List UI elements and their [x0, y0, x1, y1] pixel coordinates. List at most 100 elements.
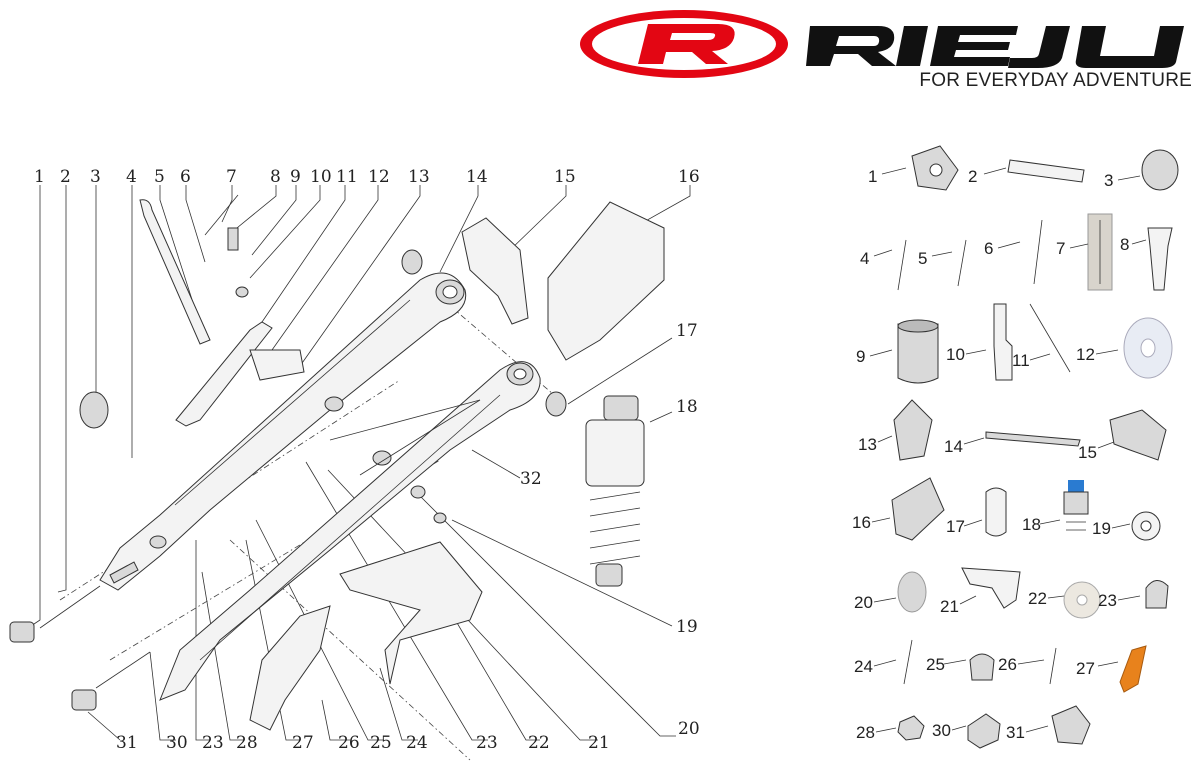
svg-text:30: 30: [166, 733, 188, 753]
callout-leaders: [21, 185, 691, 741]
svg-text:30: 30: [932, 721, 951, 740]
part-thumb-26: [1049, 647, 1057, 685]
part-thumb-30: [967, 713, 1001, 749]
part-thumb-15: [1109, 409, 1167, 461]
svg-text:16: 16: [678, 167, 700, 187]
svg-text:1: 1: [868, 167, 877, 186]
part-thumb-18: [1063, 480, 1089, 531]
part-thumb-17: [985, 487, 1007, 537]
svg-text:19: 19: [676, 617, 698, 637]
svg-text:21: 21: [940, 597, 959, 616]
svg-text:18: 18: [1022, 515, 1041, 534]
part-thumb-10: [993, 303, 1013, 381]
svg-text:7: 7: [1056, 239, 1065, 258]
svg-text:31: 31: [116, 733, 138, 753]
part-thumb-24: [903, 639, 913, 685]
svg-text:24: 24: [854, 657, 873, 676]
svg-text:16: 16: [852, 513, 871, 532]
svg-text:2: 2: [968, 167, 977, 186]
svg-text:10: 10: [946, 345, 965, 364]
svg-text:23: 23: [476, 733, 498, 753]
svg-text:17: 17: [676, 321, 698, 341]
svg-text:22: 22: [528, 733, 550, 753]
svg-text:14: 14: [466, 167, 488, 187]
swingarm-left-arm: [99, 272, 467, 591]
svg-text:10: 10: [310, 167, 332, 187]
svg-text:5: 5: [154, 167, 165, 187]
svg-text:8: 8: [270, 167, 281, 187]
side-stand-assembly: [139, 194, 305, 427]
svg-text:5: 5: [918, 249, 927, 268]
part-thumb-16: [891, 477, 945, 541]
part-thumb-20: [897, 571, 927, 613]
svg-text:2: 2: [60, 167, 71, 187]
svg-text:27: 27: [292, 733, 314, 753]
shock-spacer: [545, 391, 567, 417]
part-thumb-25: [969, 653, 995, 681]
svg-text:13: 13: [408, 167, 430, 187]
part-thumb-13: [893, 399, 933, 461]
part-thumb-31: [1051, 705, 1091, 745]
svg-text:9: 9: [856, 347, 865, 366]
panel-leaders: [869, 167, 1147, 733]
part-thumb-6: [1033, 219, 1043, 285]
part-thumb-5: [957, 239, 967, 287]
swingarm-bushing: [79, 391, 109, 429]
panel-labels: 1 2 3 4 5 6 7 8 9 10 11 12 13 14 15 16 1…: [852, 167, 1129, 742]
svg-text:15: 15: [554, 167, 576, 187]
part-thumb-4: [897, 239, 907, 291]
axle-adjuster-left: [9, 621, 35, 643]
part-thumb-8: [1147, 227, 1173, 291]
svg-text:27: 27: [1076, 659, 1095, 678]
part-thumb-27: [1119, 645, 1147, 693]
svg-text:11: 11: [1012, 351, 1030, 370]
svg-text:21: 21: [588, 733, 610, 753]
part-thumb-28: [897, 715, 925, 741]
chain-guard: [339, 541, 483, 685]
chain-guide: [249, 605, 331, 731]
svg-text:8: 8: [1120, 235, 1129, 254]
shock-link-bracket: [461, 217, 529, 325]
svg-text:15: 15: [1078, 443, 1097, 462]
svg-text:4: 4: [860, 249, 869, 268]
mud-guard: [547, 201, 665, 361]
svg-text:6: 6: [180, 167, 191, 187]
part-thumb-14: [985, 431, 1081, 447]
svg-text:26: 26: [338, 733, 360, 753]
pivot-spacer: [401, 249, 423, 275]
callout-numbers-top: 1 2 3 4 5 6 7 8 9 10 11 12 13 14 15 16: [34, 167, 700, 187]
svg-text:26: 26: [998, 655, 1017, 674]
svg-text:25: 25: [370, 733, 392, 753]
rear-shock-absorber: [585, 395, 645, 587]
svg-text:1: 1: [34, 167, 45, 187]
svg-text:17: 17: [946, 517, 965, 536]
svg-text:28: 28: [236, 733, 258, 753]
svg-text:25: 25: [926, 655, 945, 674]
part-thumb-23: [1145, 580, 1169, 609]
svg-text:3: 3: [1104, 171, 1113, 190]
svg-text:13: 13: [858, 435, 877, 454]
svg-text:9: 9: [290, 167, 301, 187]
svg-text:32: 32: [520, 469, 542, 489]
svg-text:14: 14: [944, 437, 963, 456]
svg-text:20: 20: [854, 593, 873, 612]
svg-text:11: 11: [336, 167, 358, 187]
part-thumb-21: [961, 567, 1021, 609]
svg-text:18: 18: [676, 397, 698, 417]
svg-text:7: 7: [226, 167, 237, 187]
callout-numbers-bottom: 31 30 23 28 27 26 25 24 23 22 21: [116, 733, 610, 753]
svg-text:12: 12: [1076, 345, 1095, 364]
part-thumb-2: [1007, 159, 1085, 183]
callout-numbers-right: 17 18 32 19 20: [520, 321, 700, 739]
svg-text:12: 12: [368, 167, 390, 187]
svg-text:23: 23: [1098, 591, 1117, 610]
brand-tagline: FOR EVERYDAY ADVENTURE: [919, 70, 1192, 91]
svg-text:23: 23: [202, 733, 224, 753]
part-thumb-3: [1141, 149, 1179, 191]
rieju-logo: [580, 10, 1184, 78]
svg-text:24: 24: [406, 733, 428, 753]
svg-text:20: 20: [678, 719, 700, 739]
part-thumb-11: [1029, 303, 1071, 373]
